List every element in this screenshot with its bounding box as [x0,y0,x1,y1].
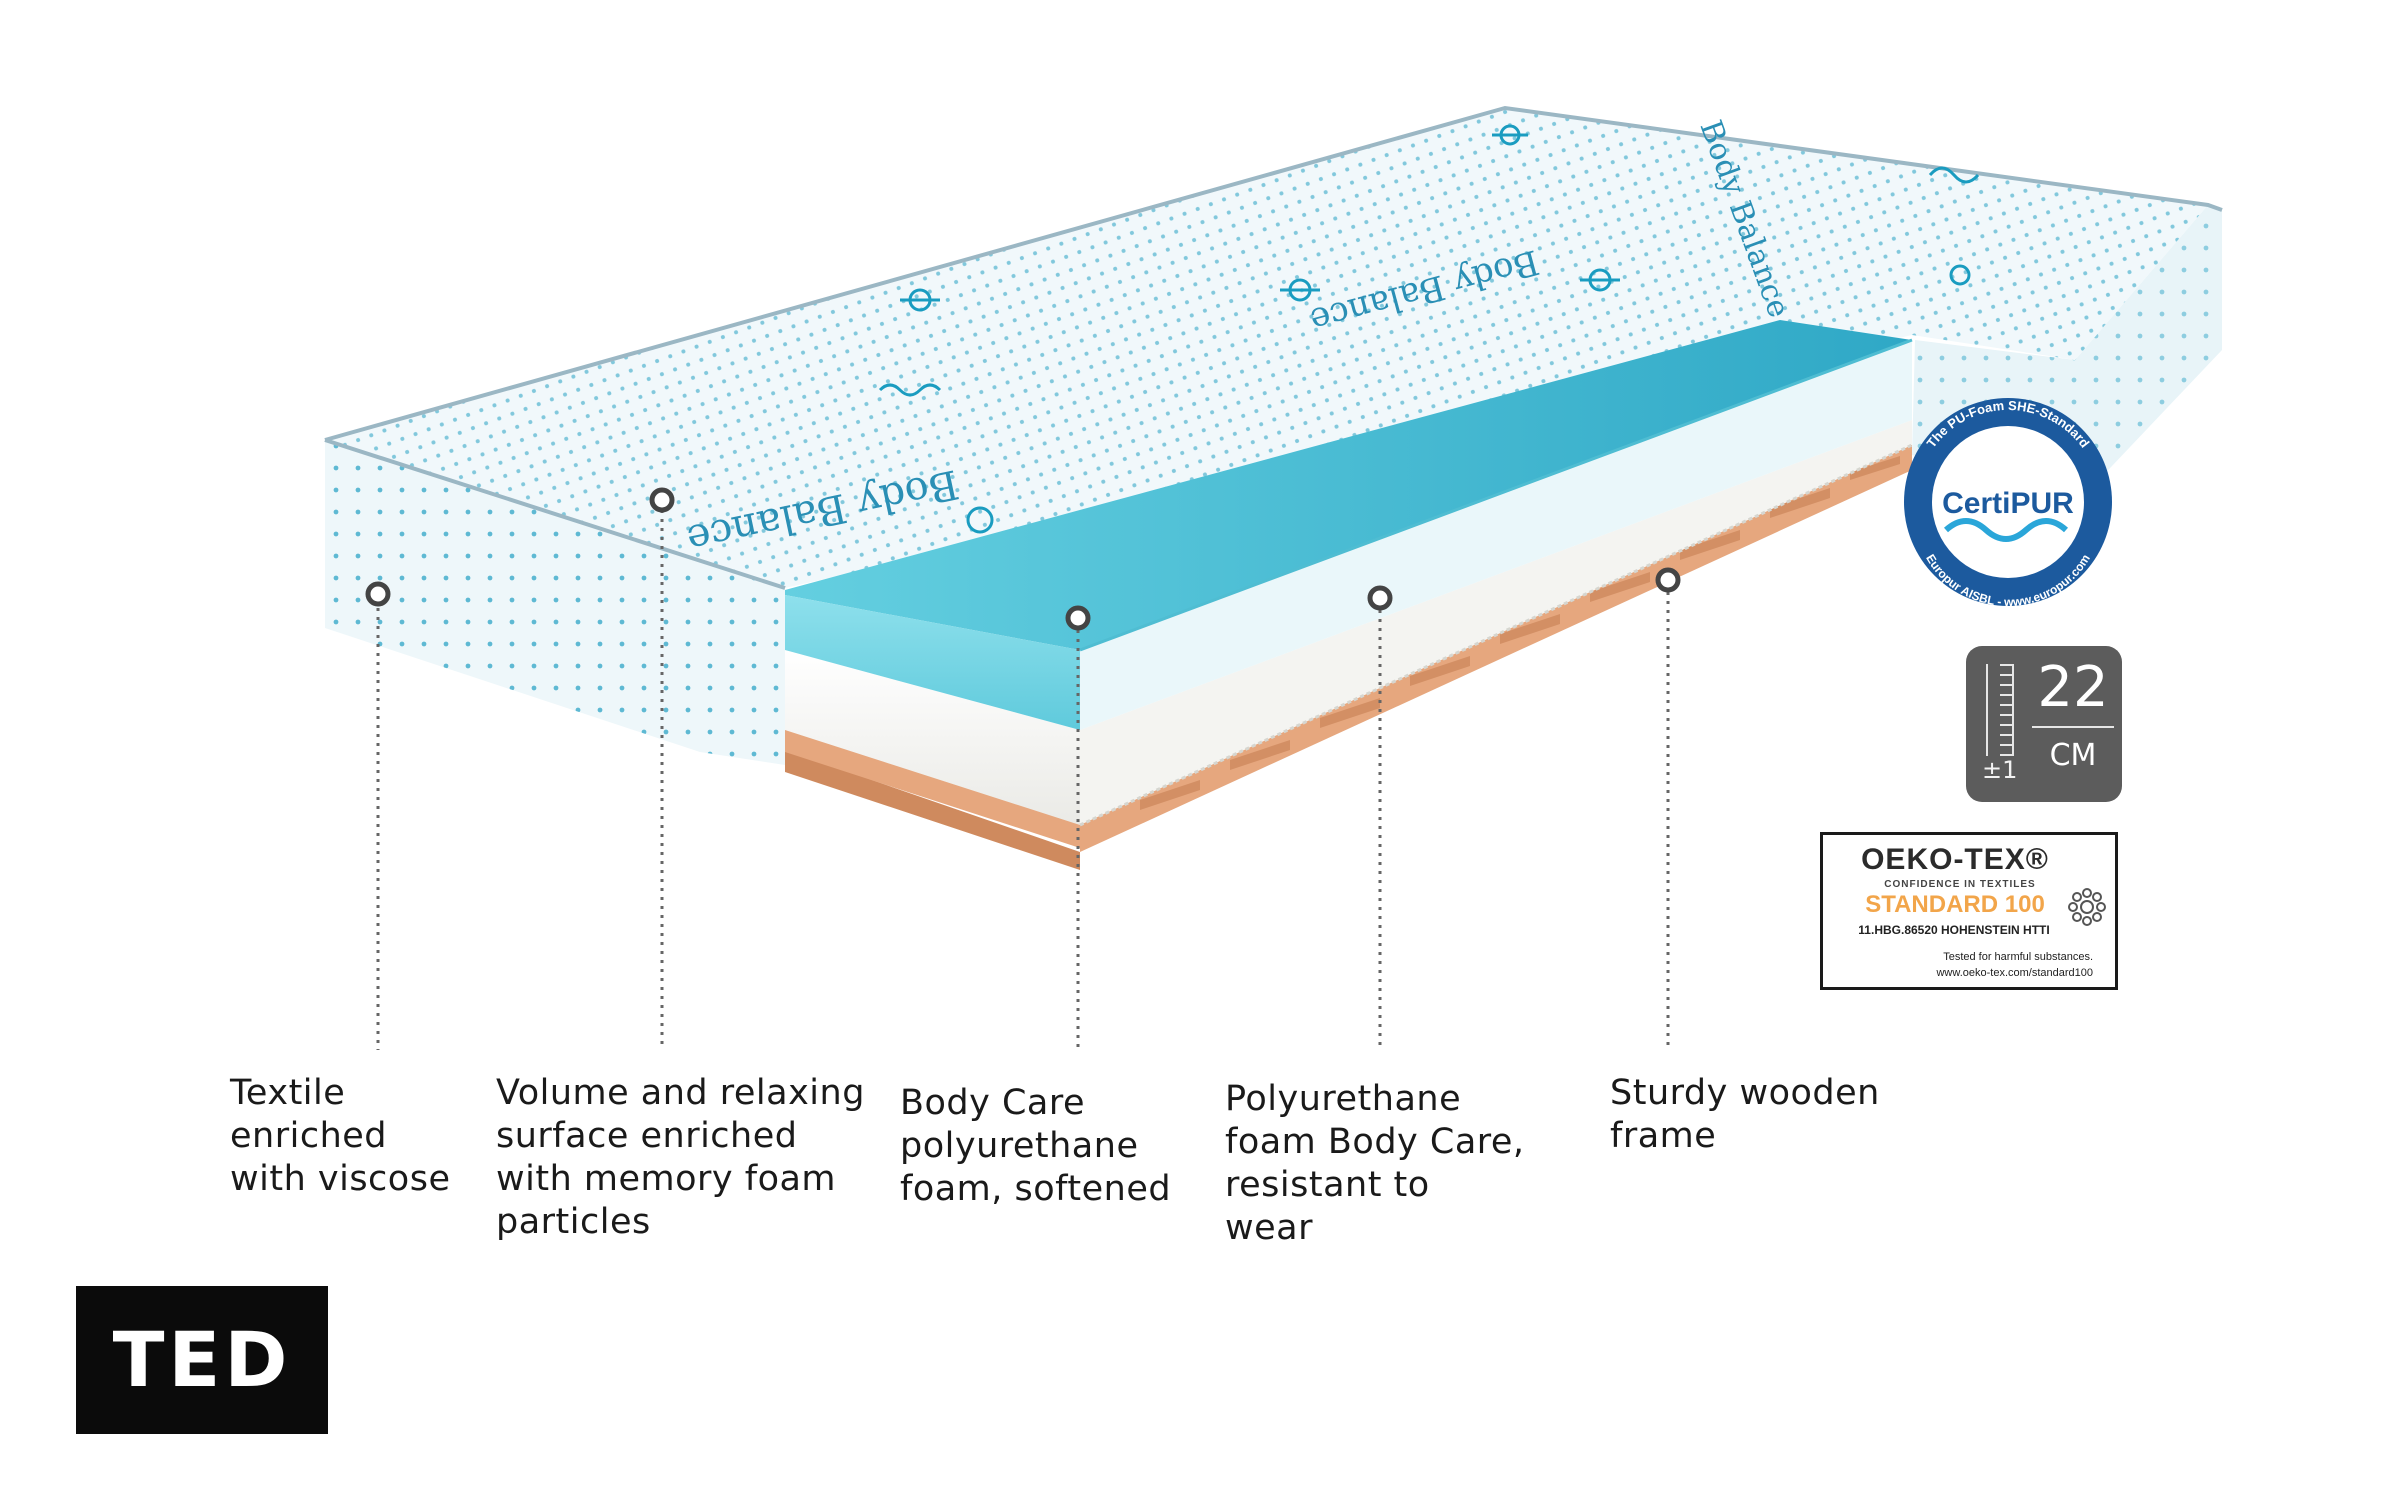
feature-line: foam, softened [900,1169,1172,1209]
wooden-frame-front [785,750,1080,870]
feature-line: with memory foam [496,1159,837,1199]
feature-line: surface enriched [496,1116,798,1156]
blue-foam-top [785,320,1912,650]
feature-label-memory-foam: Volume and relaxing surface enriched wit… [496,1072,865,1244]
feature-line: frame [1610,1116,1717,1156]
cover-piping [324,105,2223,442]
height-badge: ±1 22 CM [1966,646,2122,802]
marker-body-care-foam [1065,605,1091,631]
brand-logo: TED [76,1286,328,1434]
cover-piping-front [324,438,786,590]
wooden-slats [1140,456,1900,810]
feature-line: foam Body Care, [1225,1122,1525,1162]
height-tolerance: ±1 [1980,756,2020,784]
feature-line: wear [1225,1208,1313,1248]
certipur-seal: The PU-Foam SHE-Standard Europur AISBL -… [1904,398,2112,609]
blue-foam-side [1080,340,1912,730]
marker-wooden-frame [1655,567,1681,593]
feature-line: particles [496,1202,651,1242]
oekotex-url: www.oeko-tex.com/standard100 [1936,967,2093,979]
height-value: 22 [2037,655,2109,720]
height-unit: CM [2049,738,2097,773]
cover-side-dots [325,440,785,765]
cover-top-dots [325,108,2208,588]
feature-label-wooden-frame: Sturdy wooden frame [1610,1072,1880,1158]
feature-line: polyurethane [900,1126,1139,1166]
oekotex-code: 11.HBG.86520 HOHENSTEIN HTTI [1858,923,2050,937]
marker-memory-foam [649,487,675,513]
mattress-cross-section [785,320,1913,870]
feature-line: Body Care [900,1083,1086,1123]
white-foam-edge [1079,443,1913,827]
oekotex-note: Tested for harmful substances. [1943,951,2093,963]
oekotex-label: OEKO-TEX® CONFIDENCE IN TEXTILES STANDAR… [1820,832,2118,990]
blue-foam-front [785,595,1080,730]
feature-label-body-care-foam: Body Care polyurethane foam, softened [900,1082,1171,1211]
feature-line: Sturdy wooden [1610,1073,1880,1113]
feature-line: with viscose [230,1159,451,1199]
callout-markers [365,487,1681,631]
feature-label-textile: Textile enriched with viscose [230,1072,450,1201]
feature-line: Textile [230,1073,346,1113]
feature-line: Polyurethane [1225,1079,1462,1119]
marker-textile [365,581,391,607]
cover-motifs [878,124,1980,534]
callout-leaders [376,510,1670,1050]
blue-foam-side-top [1079,338,1913,652]
marker-pu-foam [1367,585,1393,611]
oekotex-flower-icon [2068,888,2106,926]
feature-line: Volume and relaxing [496,1073,865,1113]
white-foam-side [1080,420,1912,825]
mattress-cover: Body Balance Body Balance Body Balance [324,105,2223,765]
oekotex-tagline: CONFIDENCE IN TEXTILES [1884,879,2036,890]
white-foam-front [785,650,1080,825]
height-divider [2032,726,2114,728]
certipur-name: CertiPUR [1942,487,2074,520]
oekotex-brand: OEKO-TEX® [1861,843,2049,876]
feature-line: enriched [230,1116,388,1156]
feature-line: resistant to [1225,1165,1430,1205]
feature-label-pu-foam: Polyurethane foam Body Care, resistant t… [1225,1078,1525,1250]
brand-logo-text: TED [112,1315,292,1404]
oekotex-standard: STANDARD 100 [1865,891,2045,918]
